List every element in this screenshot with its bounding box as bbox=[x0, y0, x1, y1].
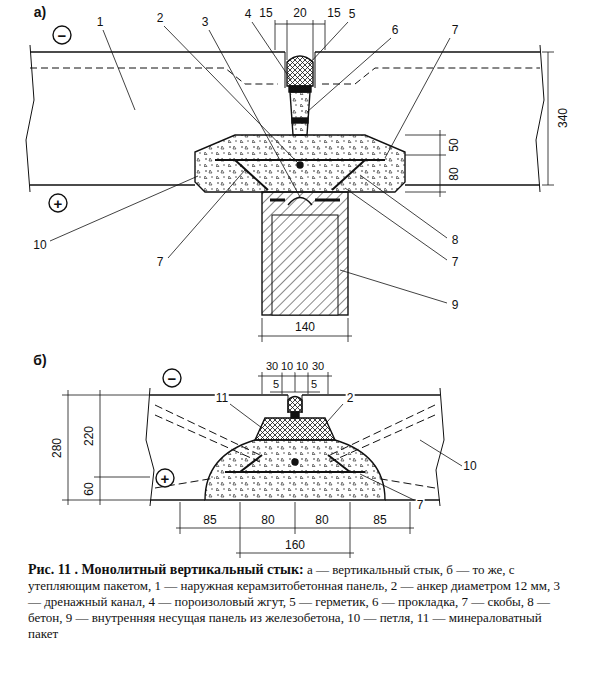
callout-number: 11 bbox=[215, 392, 229, 405]
dimension: 30 bbox=[265, 360, 279, 373]
dimension: 85 bbox=[202, 514, 217, 527]
callout-number: 9 bbox=[451, 299, 460, 312]
dimension: 60 bbox=[83, 481, 96, 496]
dimension: 5 bbox=[310, 378, 318, 391]
dimension: 220 bbox=[83, 425, 96, 447]
callout-number: 2 bbox=[346, 392, 355, 405]
callout-number: 7 bbox=[451, 256, 460, 269]
figure-title: Рис. 11 . Монолитный вертикальный стык: bbox=[28, 562, 304, 577]
callout-number: 7 bbox=[416, 499, 425, 512]
sign-symbol: + bbox=[160, 472, 171, 485]
sign-symbol: − bbox=[57, 29, 68, 42]
dimension: 20 bbox=[292, 7, 307, 20]
part-letter: б) bbox=[32, 354, 47, 367]
dimension: 50 bbox=[448, 137, 461, 152]
sign-symbol: − bbox=[167, 372, 178, 385]
dimension: 80 bbox=[448, 166, 461, 181]
callout-number: 10 bbox=[32, 239, 47, 252]
dimension: 140 bbox=[294, 321, 316, 334]
callout-number: 2 bbox=[156, 12, 165, 25]
dimension: 340 bbox=[557, 107, 570, 129]
callout-number: 4 bbox=[244, 8, 253, 21]
dimension: 10 bbox=[280, 360, 294, 373]
sign-symbol: + bbox=[53, 197, 64, 210]
figure-caption: Рис. 11 . Монолитный вертикальный стык: … bbox=[28, 562, 568, 642]
dimension: 30 bbox=[311, 360, 325, 373]
callout-number: 6 bbox=[391, 24, 400, 37]
callout-number: 3 bbox=[201, 16, 210, 29]
dimension: 80 bbox=[260, 514, 275, 527]
dimension: 85 bbox=[372, 514, 387, 527]
callout-number: 7 bbox=[156, 256, 165, 269]
callout-number: 7 bbox=[451, 24, 460, 37]
dimension: 160 bbox=[284, 539, 306, 552]
callout-number: 5 bbox=[348, 8, 357, 21]
callout-number: 10 bbox=[462, 460, 477, 473]
callout-number: 1 bbox=[96, 16, 105, 29]
callout-number: 8 bbox=[451, 234, 460, 247]
dimension: 10 bbox=[295, 360, 309, 373]
dimension: 5 bbox=[272, 378, 280, 391]
dimension: 80 bbox=[314, 514, 329, 527]
part-letter: а) bbox=[33, 6, 47, 19]
dimension: 280 bbox=[51, 437, 64, 459]
dimension: 15 bbox=[326, 7, 341, 20]
dimension: 15 bbox=[258, 7, 273, 20]
